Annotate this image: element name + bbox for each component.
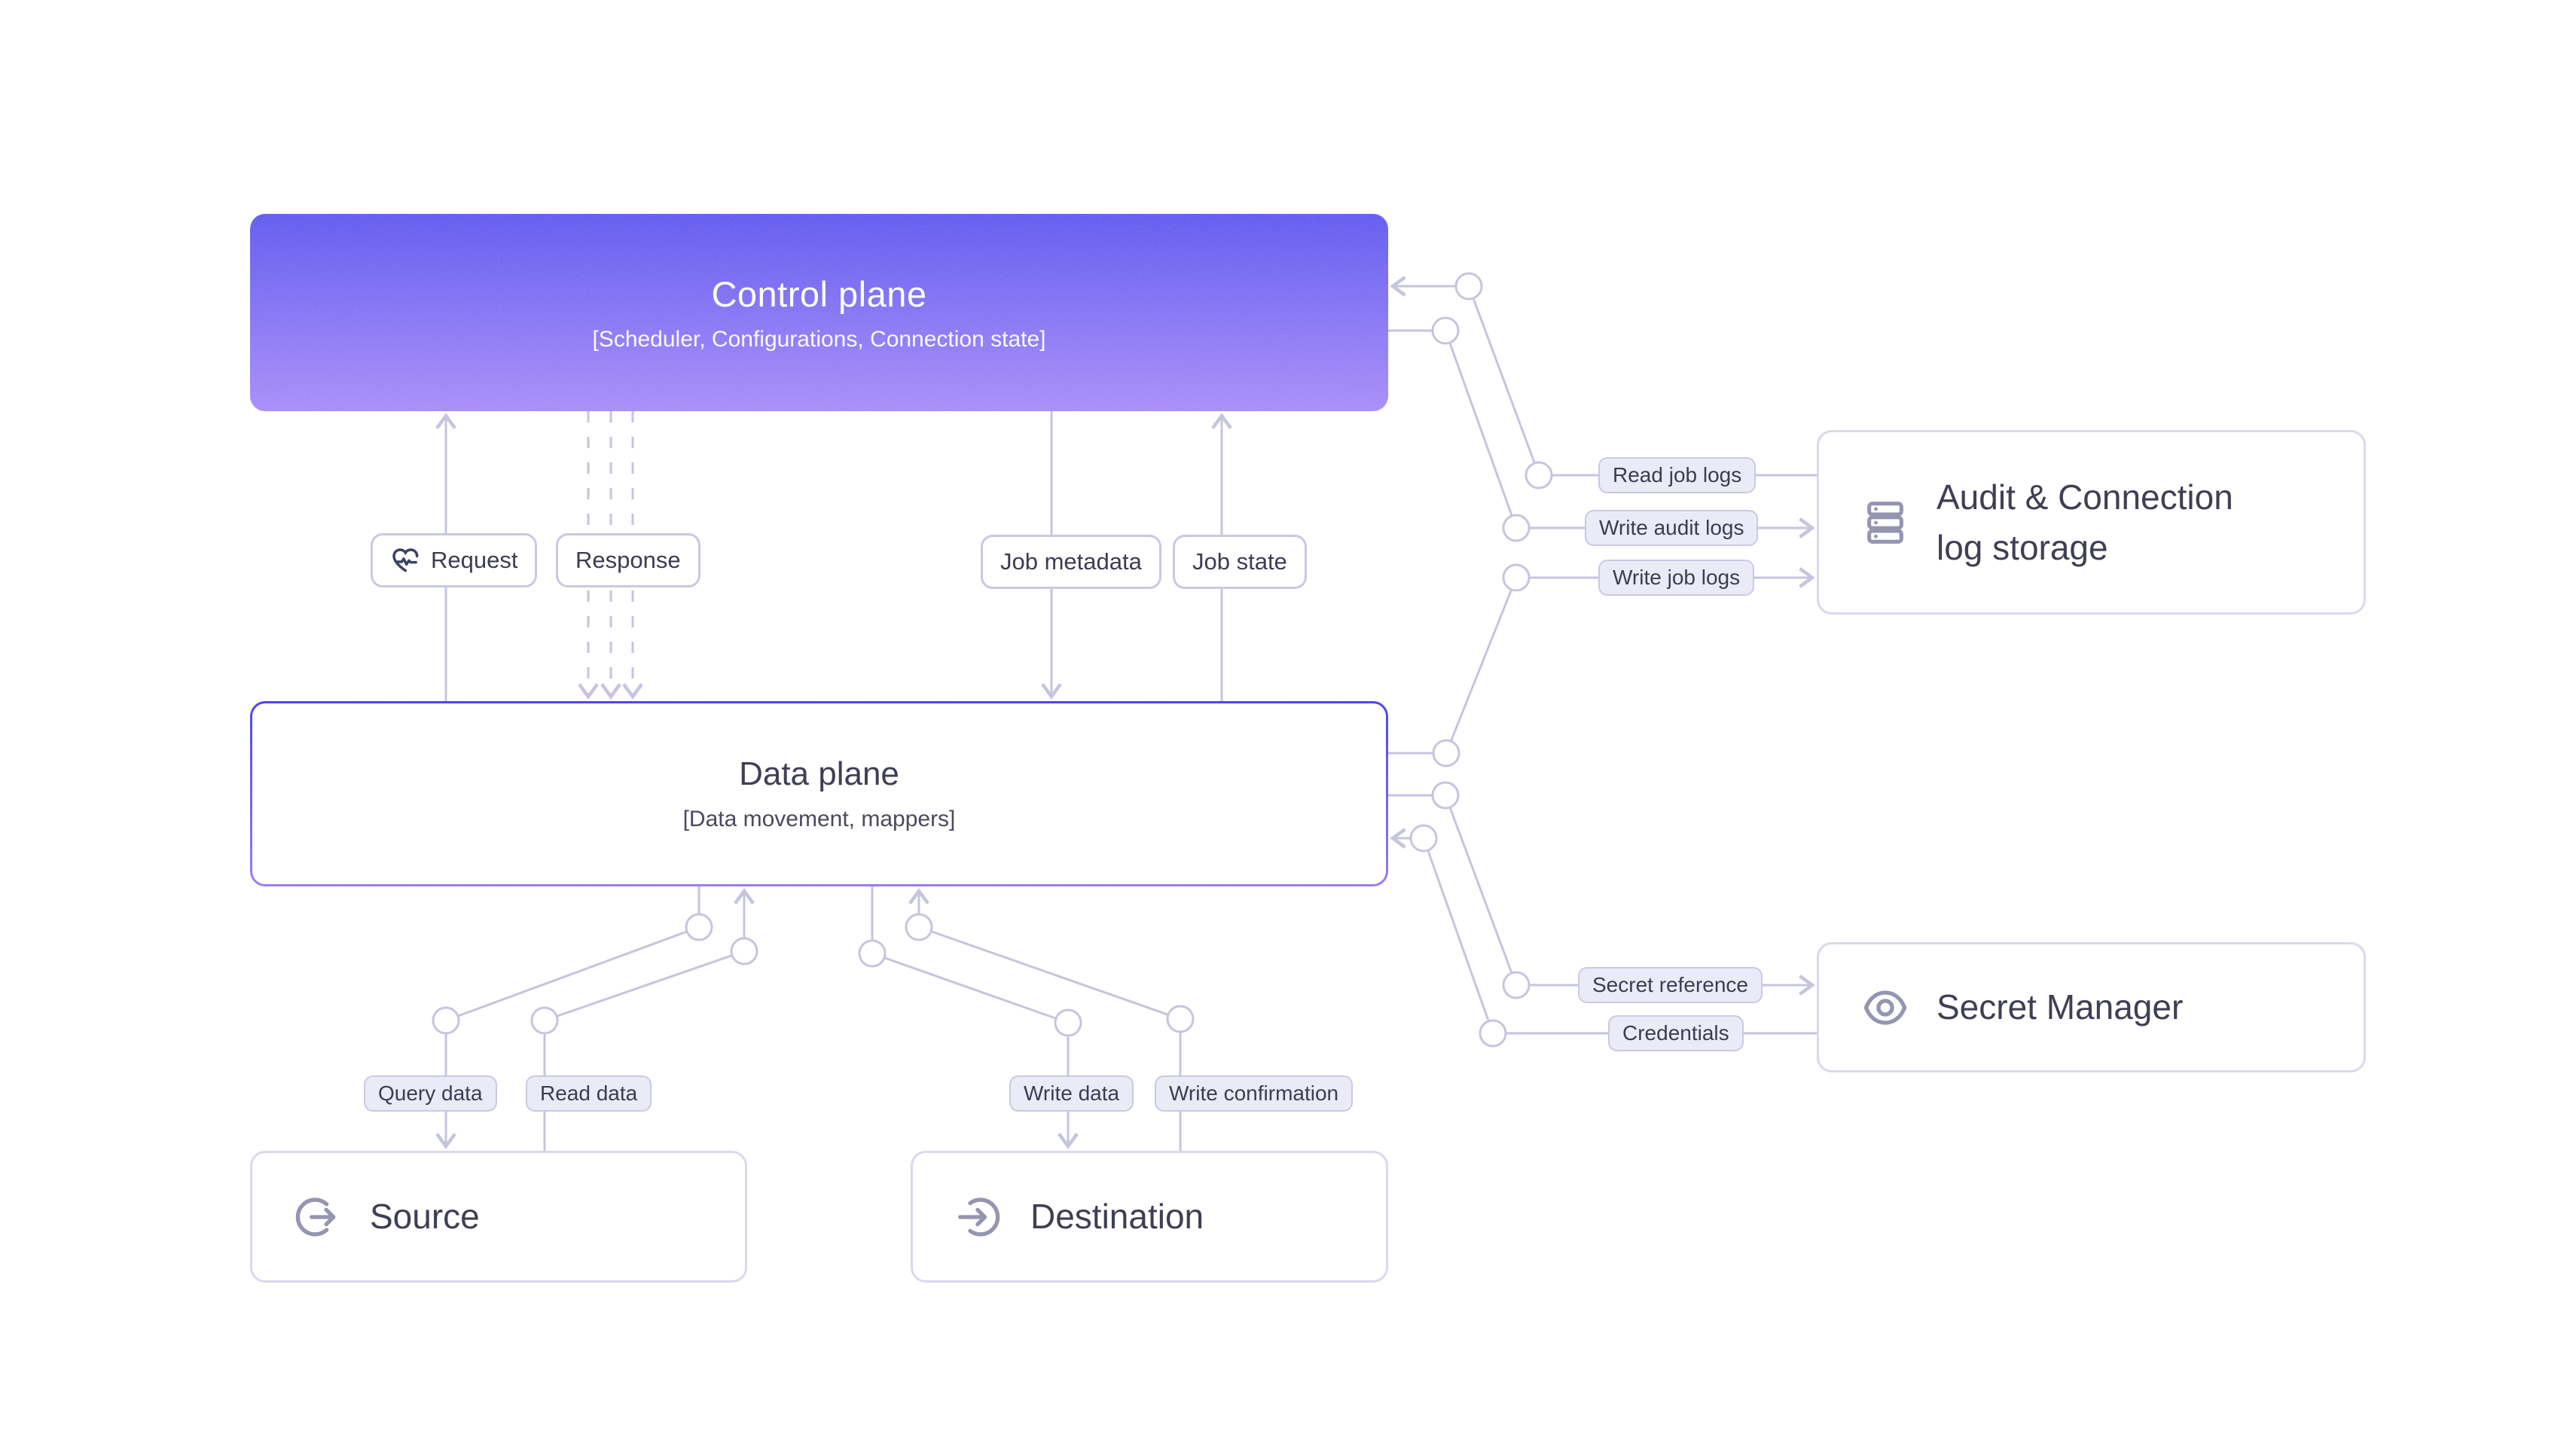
- credentials-diagonal: [1422, 837, 1494, 1034]
- credentials-label: Credentials: [1608, 1015, 1744, 1051]
- junction-circle: [1502, 563, 1531, 592]
- write-audit-logs-diagonal: [1444, 330, 1518, 529]
- response-label: Response: [556, 533, 700, 587]
- junction-circle: [1454, 272, 1483, 300]
- junction-circle: [1409, 824, 1438, 853]
- query-data-diagonal: [445, 926, 700, 1022]
- database-stack-icon: [1867, 501, 1903, 544]
- control-plane-subtitle: [Scheduler, Configurations, Connection s…: [592, 326, 1046, 352]
- data-plane-subtitle: [Data movement, mappers]: [682, 807, 956, 831]
- junction-circle: [1432, 739, 1460, 767]
- secret-manager-node: Secret Manager: [1817, 942, 2366, 1072]
- junction-circle: [905, 913, 933, 941]
- junction-circle: [1166, 1005, 1195, 1033]
- source-title: Source: [370, 1197, 480, 1237]
- write-data-diagonal: [871, 952, 1069, 1024]
- destination-title: Destination: [1030, 1197, 1204, 1237]
- secret-reference-diagonal: [1444, 795, 1518, 986]
- junction-circle: [858, 939, 887, 968]
- junction-circle: [1431, 781, 1460, 810]
- write-job-logs-diagonal: [1445, 577, 1518, 754]
- noise-texture: [250, 214, 1388, 411]
- audit-log-storage-title: Audit & Connection log storage: [1937, 477, 2233, 567]
- junction-circle: [1502, 514, 1531, 542]
- junction-circle: [530, 1006, 559, 1035]
- query-data-label: Query data: [364, 1075, 497, 1112]
- eye-icon: [1863, 990, 1907, 1025]
- read-job-logs-label: Read job logs: [1598, 457, 1757, 493]
- write-confirmation-diagonal: [918, 926, 1181, 1020]
- heartbeat-icon: [392, 548, 419, 572]
- write-confirmation-label: Write confirmation: [1155, 1075, 1354, 1112]
- junction-circle: [1479, 1019, 1507, 1048]
- job-state-label: Job state: [1173, 535, 1307, 589]
- junction-circle: [432, 1006, 460, 1035]
- junction-circle: [1525, 461, 1553, 490]
- destination-node: Destination: [911, 1151, 1388, 1283]
- read-data-diagonal: [544, 950, 745, 1022]
- audit-log-storage-node: Audit & Connection log storage: [1817, 430, 2366, 615]
- data-plane-node: Data plane [Data movement, mappers]: [250, 701, 1388, 886]
- read-job-logs-diagonal: [1467, 285, 1540, 475]
- control-plane-node: Control plane [Scheduler, Configurations…: [250, 214, 1388, 411]
- junction-circle: [685, 913, 713, 941]
- secret-manager-title: Secret Manager: [1937, 987, 2184, 1027]
- junction-circle: [1054, 1008, 1082, 1037]
- write-data-label: Write data: [1009, 1075, 1134, 1112]
- junction-circle: [1502, 971, 1531, 999]
- source-node: Source: [250, 1151, 747, 1283]
- write-audit-logs-label: Write audit logs: [1585, 510, 1759, 546]
- read-data-label: Read data: [526, 1075, 652, 1112]
- secret-reference-label: Secret reference: [1578, 967, 1763, 1003]
- data-plane-title: Data plane: [739, 755, 899, 792]
- login-arrow-icon: [958, 1197, 1000, 1237]
- control-plane-title: Control plane: [711, 273, 927, 314]
- job-metadata-label: Job metadata: [981, 535, 1161, 589]
- write-job-logs-label: Write job logs: [1598, 560, 1755, 596]
- request-label: Request: [371, 533, 538, 587]
- logout-arrow-icon: [295, 1197, 336, 1237]
- junction-circle: [730, 937, 758, 966]
- junction-circle: [1431, 316, 1460, 345]
